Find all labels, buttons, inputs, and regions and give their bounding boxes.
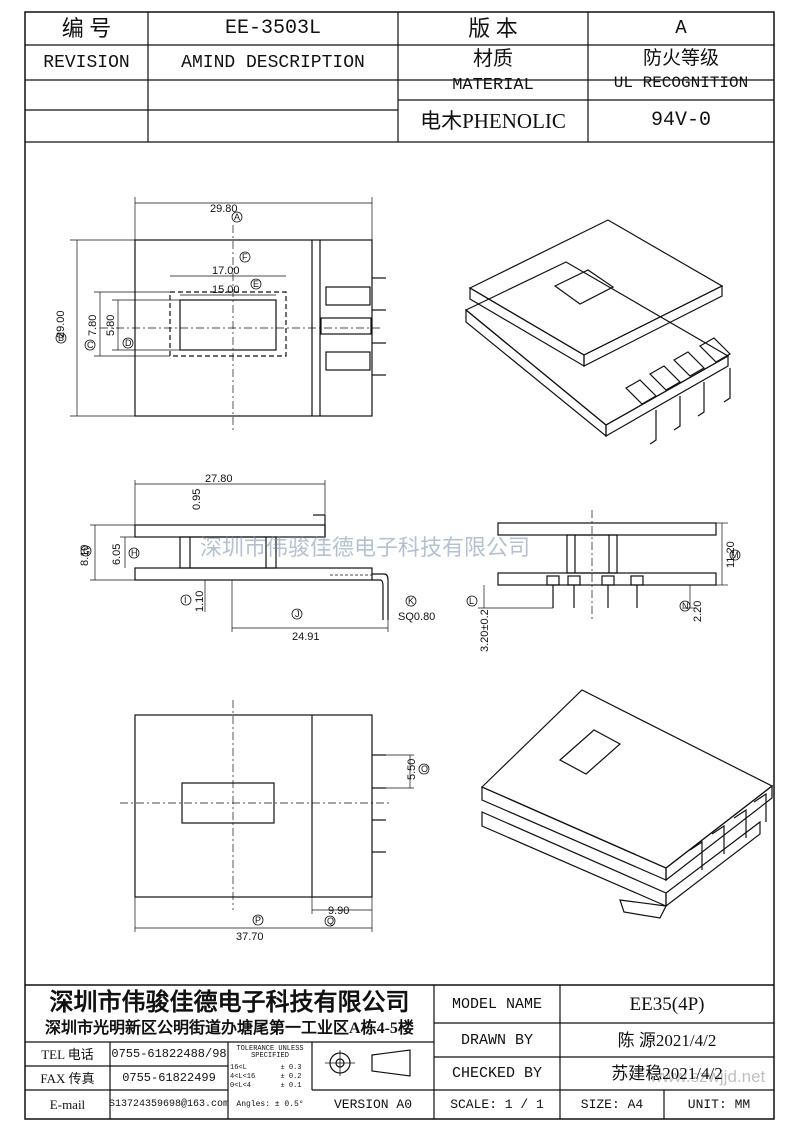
callout-p: P	[255, 915, 261, 925]
material-en: MATERIAL	[452, 75, 534, 95]
callout-n: N	[682, 601, 689, 611]
callout-b: B	[58, 333, 64, 343]
callout-j: J	[295, 609, 300, 619]
tel-value: 0755-61822488/98	[111, 1047, 227, 1061]
dim-17-00: 17.00	[212, 265, 240, 277]
dim-5-50: 5.50	[406, 759, 418, 780]
callout-e: E	[253, 279, 259, 289]
tol-range-3: 0<L<4	[230, 1082, 252, 1090]
checked-value: 苏建稳2021/4/2	[611, 1064, 723, 1083]
part-number: EE-3503L	[224, 16, 321, 40]
tol-value-1: ± 0.3	[280, 1064, 302, 1072]
dim-sq-0-80: SQ0.80	[398, 611, 435, 623]
ul-cn: 防火等级	[642, 48, 719, 69]
callout-k: K	[408, 596, 414, 606]
watermark: 深圳市伟骏佳德电子科技有限公司	[200, 536, 531, 561]
callout-o: O	[421, 764, 428, 774]
callout-c: C	[87, 340, 94, 350]
dim-29-80: 29.80	[210, 203, 238, 215]
callout-f: F	[242, 252, 248, 262]
scale: SCALE: 1 / 1	[450, 1097, 544, 1112]
unit: UNIT: MM	[687, 1097, 751, 1112]
checked-label: CHECKED BY	[451, 1065, 542, 1082]
dim-15-00: 15.00	[212, 284, 240, 296]
model-value: EE35(4P)	[629, 993, 705, 1015]
callout-q: Q	[327, 916, 334, 926]
dim-7-80: 7.80	[87, 315, 99, 336]
dim-27-80: 27.80	[205, 473, 233, 485]
dim-37-70: 37.70	[236, 931, 264, 943]
dim-6-05: 6.05	[111, 544, 123, 565]
tol-value-2: ± 0.2	[280, 1073, 302, 1081]
callout-a: A	[234, 212, 240, 222]
fax-label: FAX 传真	[40, 1070, 95, 1086]
company-address: 深圳市光明新区公明街道办塘尾第一工业区A栋4-5楼	[45, 1020, 414, 1037]
dim-0-95: 0.95	[191, 489, 203, 510]
tel-label: TEL 电话	[41, 1046, 94, 1062]
ul-en: UL RECOGNITION	[613, 74, 749, 92]
callout-i: I	[184, 595, 187, 605]
material-cn: 材质	[473, 47, 513, 70]
dim-5-80: 5.80	[105, 315, 117, 336]
version-a0: VERSION A0	[333, 1097, 412, 1112]
material-value: 电木PHENOLIC	[420, 108, 566, 133]
number-label: 编 号	[61, 15, 112, 41]
dim-1-10: 1.10	[194, 591, 206, 612]
tol-range-1: 16<L	[230, 1064, 247, 1072]
dim-11-20: 11.20	[725, 541, 737, 568]
dim-29-00: 29.00	[55, 310, 67, 338]
callout-d: D	[125, 338, 132, 348]
callout-m: M	[731, 550, 739, 560]
callout-h: H	[131, 548, 138, 558]
callout-g: G	[83, 546, 90, 556]
amend-label: AMIND DESCRIPTION	[181, 52, 365, 73]
dim-3-20: 3.20±0.2	[479, 609, 491, 652]
tolerance-title: TOLERANCE UNLESS SPECIFIED	[236, 1045, 304, 1060]
ul-value: 94V-0	[650, 109, 711, 132]
tol-range-2: 4<L<16	[230, 1073, 256, 1081]
dim-9-90: 9.90	[328, 905, 349, 917]
company-name: 深圳市伟骏佳德电子科技有限公司	[49, 990, 410, 1016]
version-value: A	[675, 17, 687, 39]
tol-angles: Angles: ± 0.5°	[236, 1100, 304, 1109]
model-label: MODEL NAME	[451, 995, 542, 1013]
dim-8-10: 8.10	[79, 545, 91, 566]
callout-l: L	[469, 596, 474, 606]
drawn-value: 陈 源2021/4/2	[617, 1030, 717, 1050]
drawn-label: DRAWN BY	[460, 1031, 533, 1049]
version-label: 版 本	[468, 15, 518, 41]
email-value: S13724359698@163.com	[108, 1098, 230, 1110]
revision-label: REVISION	[43, 52, 130, 73]
size: SIZE: A4	[580, 1097, 644, 1112]
tol-value-3: ± 0.1	[280, 1082, 302, 1090]
website-watermark: www.szwjjd.net	[650, 1067, 766, 1086]
fax-value: 0755-61822499	[122, 1071, 216, 1085]
dim-24-91: 24.91	[292, 631, 320, 643]
dim-2-20: 2.20	[692, 601, 704, 622]
email-label: E-mail	[49, 1097, 86, 1112]
